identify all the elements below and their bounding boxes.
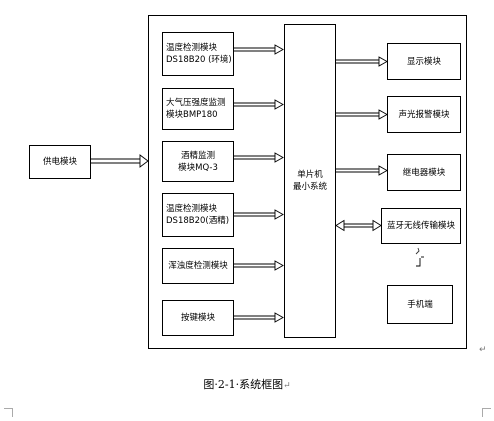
figure-caption: 图·2-1·系统框图↵ — [0, 376, 494, 392]
system-frame — [148, 15, 467, 349]
arrow-output-3 — [335, 165, 388, 176]
power-module-box: 供电模块 — [29, 145, 91, 179]
mcu-label-line-1: 单片机 — [297, 170, 323, 180]
bluetooth-module-box: 蓝牙无线传输模块 — [381, 208, 461, 244]
output-module-display: 显示模块 — [387, 43, 461, 80]
paragraph-mark: ↵ — [479, 345, 487, 355]
arrow-input-6 — [234, 312, 284, 323]
arrow-output-2 — [335, 109, 388, 120]
input-module-turbidity: 浑浊度检测模块 — [162, 248, 234, 284]
arrow-bluetooth-bidirectional — [335, 219, 382, 232]
caption-paragraph-mark: ↵ — [283, 381, 291, 391]
arrow-input-4 — [234, 209, 284, 220]
input-module-turbidity-label: 浑浊度检测模块 — [168, 261, 228, 271]
input-module-pressure-line-2: 模块BMP180 — [166, 110, 218, 120]
input-module-temp-alcohol: 温度检测模块 DS18B20(酒精) — [162, 193, 234, 237]
input-module-pressure-line-1: 大气压强度监测 — [166, 98, 226, 108]
input-module-keys-label: 按键模块 — [180, 313, 215, 323]
mcu-box: 单片机 最小系统 — [284, 24, 336, 338]
wireless-link-icon — [415, 247, 424, 267]
input-module-temp-env-line-2: DS18B20 (环境) — [166, 55, 232, 65]
input-module-keys: 按键模块 — [162, 300, 234, 336]
phone-label: 手机端 — [407, 299, 433, 310]
arrow-output-1 — [335, 56, 388, 67]
input-module-temp-alcohol-line-1: 温度检测模块 — [166, 204, 218, 214]
arrow-input-5 — [234, 260, 284, 271]
input-module-temp-alcohol-line-2: DS18B20(酒精) — [166, 216, 230, 226]
output-module-relay-label: 继电器模块 — [402, 167, 446, 178]
mcu-label-line-2: 最小系统 — [292, 182, 327, 192]
input-module-alcohol: 酒精监测 模块MQ-3 — [162, 141, 234, 182]
phone-box: 手机端 — [387, 285, 453, 324]
input-module-alcohol-line-2: 模块MQ-3 — [178, 162, 218, 173]
output-module-alarm-label: 声光报警模块 — [398, 109, 450, 120]
input-module-temp-env: 温度检测模块 DS18B20 (环境) — [162, 32, 234, 76]
input-module-pressure: 大气压强度监测 模块BMP180 — [162, 88, 234, 130]
arrow-power-to-system — [91, 154, 149, 168]
output-module-alarm: 声光报警模块 — [387, 96, 461, 133]
arrow-input-2 — [234, 99, 284, 110]
page-corner-right — [482, 408, 491, 417]
input-module-temp-env-line-1: 温度检测模块 — [166, 43, 218, 53]
power-module-label: 供电模块 — [42, 157, 77, 167]
figure-caption-text: 图·2-1·系统框图 — [203, 378, 284, 391]
page-corner-left — [4, 408, 13, 417]
output-module-relay: 继电器模块 — [387, 154, 461, 191]
output-module-display-label: 显示模块 — [406, 56, 441, 67]
bluetooth-module-label: 蓝牙无线传输模块 — [386, 221, 455, 231]
input-module-alcohol-line-1: 酒精监测 — [180, 150, 215, 161]
arrow-input-3 — [234, 152, 284, 163]
arrow-input-1 — [234, 44, 284, 55]
